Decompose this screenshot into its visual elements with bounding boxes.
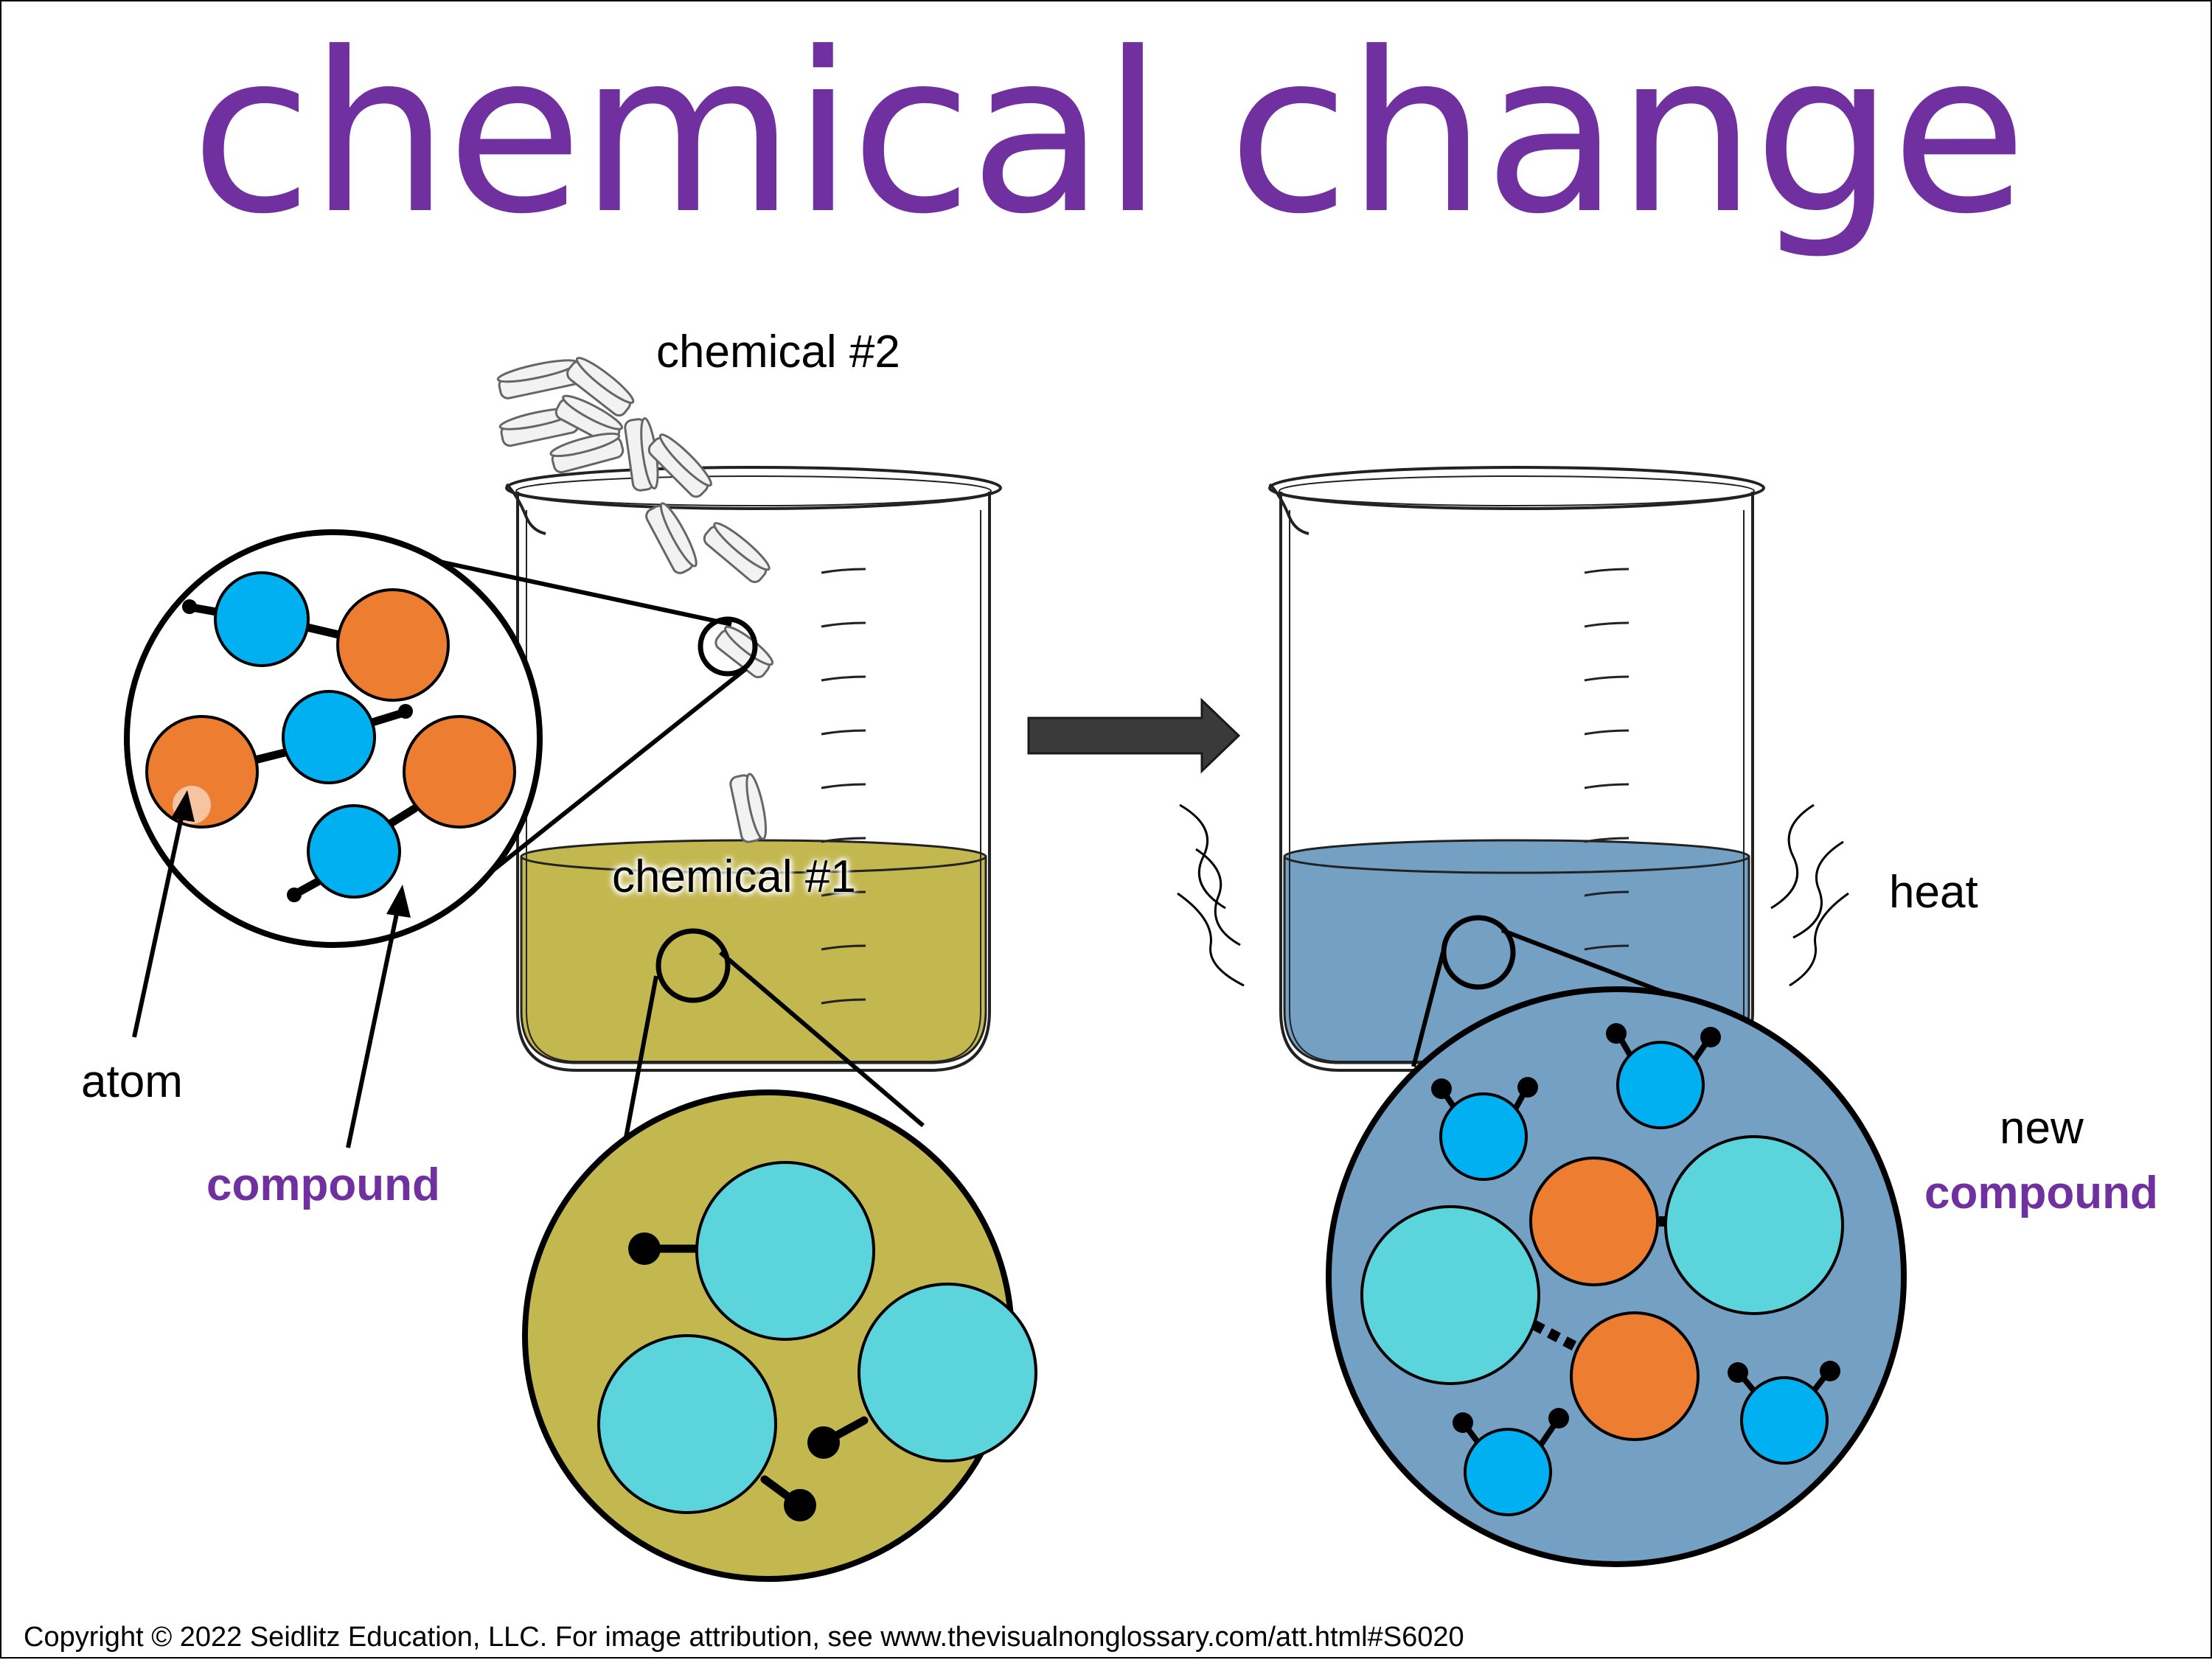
- label-chemical-1: chemical #1: [612, 851, 856, 902]
- blue-atom: [282, 690, 376, 784]
- copyright-notice: Copyright © 2022 Seidlitz Education, LLC…: [24, 1622, 1464, 1653]
- blue-atom: [1439, 1092, 1528, 1181]
- blue-atom: [307, 804, 401, 899]
- blue-atom: [214, 571, 310, 667]
- left-graduation-marks: [821, 568, 866, 1005]
- tablet-zoom-callout: [124, 529, 758, 948]
- label-new: new: [2000, 1103, 2084, 1154]
- cyan-atom: [695, 1161, 875, 1341]
- label-atom: atom: [81, 1056, 183, 1107]
- blue-atom: [1740, 1376, 1829, 1465]
- orange-atom: [1570, 1311, 1700, 1441]
- left-beaker-glass: [516, 492, 991, 1072]
- orange-atom: [403, 715, 516, 829]
- page-title: chemical change: [190, 5, 2028, 262]
- left-beaker-liquid: [520, 855, 987, 1064]
- reaction-arrow: [1027, 697, 1241, 774]
- right-liquid-surface: [1283, 839, 1750, 874]
- cyan-atom: [1664, 1135, 1844, 1315]
- label-compound: compound: [206, 1159, 440, 1210]
- tablet-zoom-marker: [698, 616, 758, 677]
- liquid-zoom-marker: [655, 928, 731, 1003]
- right-graduation-marks: [1584, 568, 1630, 951]
- orange-atom: [336, 588, 450, 702]
- pointer-arrows: [132, 790, 411, 1148]
- blue-atom: [1464, 1428, 1552, 1516]
- new-compound-zoom-marker: [1441, 915, 1516, 990]
- left-beaker: [505, 466, 1002, 1072]
- liquid-zoom-callout: [522, 928, 1037, 1582]
- new-compound-zoom-callout: [1326, 915, 1907, 1567]
- tablets-chemical-2: [496, 357, 774, 843]
- cyan-atom: [1360, 1205, 1540, 1385]
- heat-lines: [1177, 803, 1849, 987]
- cyan-atom: [858, 1283, 1037, 1462]
- label-chemical-2: chemical #2: [656, 327, 900, 377]
- label-heat: heat: [1889, 867, 1978, 918]
- orange-atom: [1529, 1157, 1659, 1286]
- right-beaker: [1268, 466, 1765, 1072]
- label-new-compound: compound: [1924, 1168, 2158, 1218]
- blue-atom: [1616, 1041, 1705, 1129]
- cyan-atom: [597, 1334, 777, 1514]
